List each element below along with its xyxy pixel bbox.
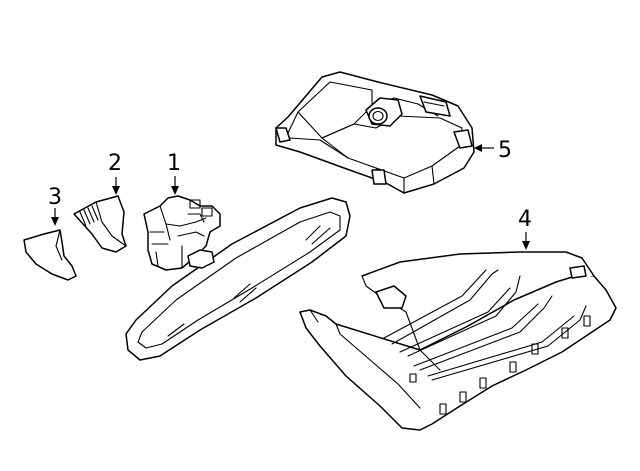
callout-4: 4 — [518, 207, 532, 232]
arrow-3 — [51, 217, 59, 226]
mirror-mount-bracket — [143, 195, 221, 271]
mirror-cover-lower — [23, 229, 77, 281]
arrow-4 — [522, 241, 530, 250]
callout-1: 1 — [167, 151, 181, 176]
overhead-console — [299, 251, 617, 431]
arrow-5 — [474, 144, 482, 152]
rear-view-mirror — [125, 197, 351, 361]
arrow-1 — [171, 186, 179, 195]
callout-3: 3 — [48, 185, 62, 210]
callout-2: 2 — [108, 151, 122, 176]
mirror-cover-upper — [73, 195, 127, 253]
arrow-2 — [112, 186, 120, 195]
callout-5: 5 — [498, 138, 512, 163]
camera-module — [275, 71, 475, 194]
